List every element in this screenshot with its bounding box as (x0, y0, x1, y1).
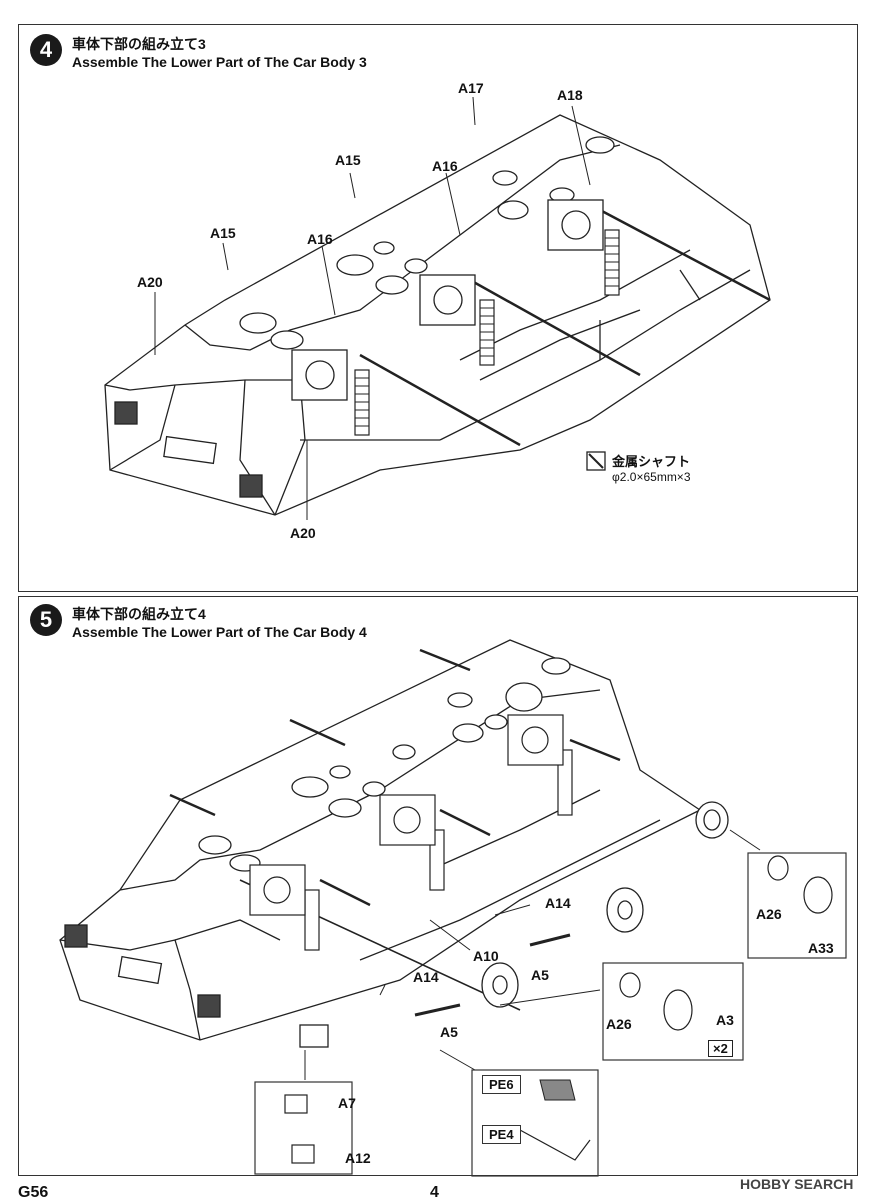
step-5-number: 5 (30, 604, 62, 636)
part-label-a16-upper: A16 (432, 158, 458, 174)
step-5-title-en: Assemble The Lower Part of The Car Body … (72, 624, 367, 640)
step-4-number: 4 (30, 34, 62, 66)
metal-shaft-label: 金属シャフト (612, 454, 691, 469)
part-label-a10: A10 (473, 948, 499, 964)
part-label-a5-lower: A5 (440, 1024, 458, 1040)
part-label-a12: A12 (345, 1150, 371, 1166)
part-label-a20-upper: A20 (137, 274, 163, 290)
step-4-title-en: Assemble The Lower Part of The Car Body … (72, 54, 367, 70)
part-label-a7: A7 (338, 1095, 356, 1111)
step-5-title-jp: 車体下部の組み立て4 (72, 606, 206, 622)
part-label-a26-right: A26 (756, 906, 782, 922)
multiplier-badge: ×2 (708, 1040, 733, 1057)
watermark: HOBBY SEARCH (740, 1176, 854, 1192)
footer-code: G56 (18, 1184, 49, 1201)
pe4-label: PE4 (482, 1125, 521, 1144)
step-4-drawing (104, 96, 771, 520)
part-label-a26-mid: A26 (606, 1016, 632, 1032)
inset-a26-a33 (747, 852, 847, 959)
part-label-a5-upper: A5 (531, 967, 549, 983)
metal-shaft-spec: φ2.0×65mm×3 (612, 470, 691, 484)
part-label-a18: A18 (557, 87, 583, 103)
step-4-title-jp: 車体下部の組み立て3 (72, 36, 206, 52)
part-label-a17: A17 (458, 80, 484, 96)
pe6-label: PE6 (482, 1075, 521, 1094)
page-number: 4 (430, 1184, 439, 1201)
part-label-a15-upper: A15 (335, 152, 361, 168)
part-label-a33: A33 (808, 940, 834, 956)
part-label-a14-upper: A14 (545, 895, 571, 911)
part-label-a14-lower: A14 (413, 969, 439, 985)
part-label-a16-lower: A16 (307, 231, 333, 247)
part-label-a20-lower: A20 (290, 525, 316, 541)
part-label-a3: A3 (716, 1012, 734, 1028)
part-label-a15-lower: A15 (210, 225, 236, 241)
